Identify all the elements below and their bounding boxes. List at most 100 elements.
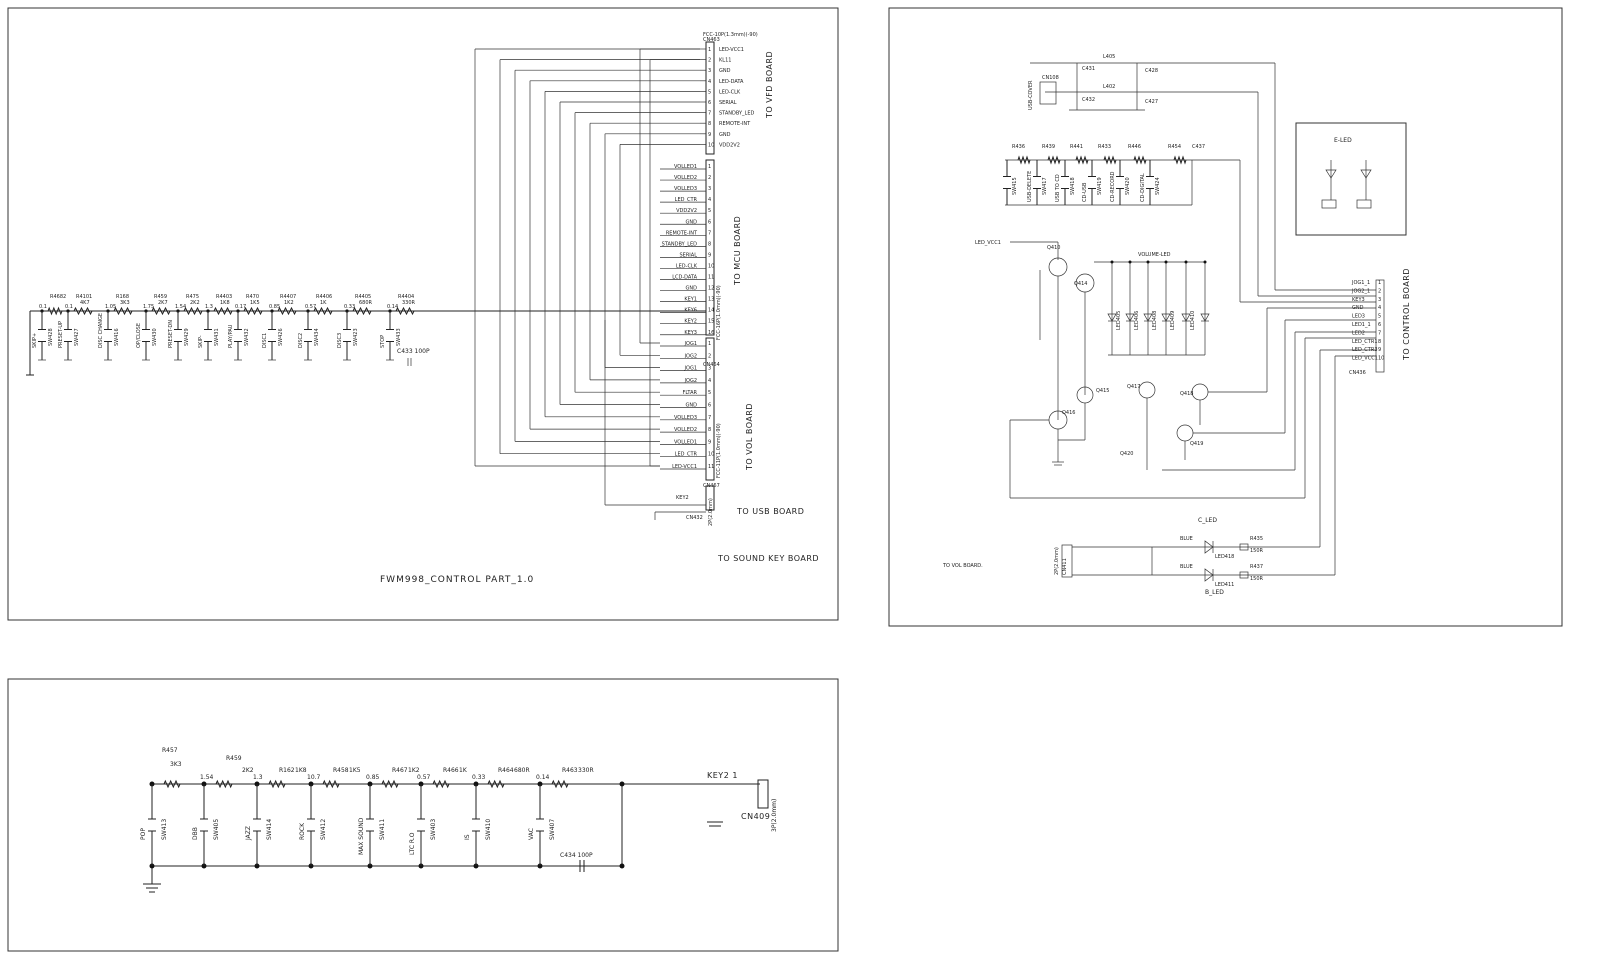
vol-connector-label: FCC-11P(1.0mm)(-90) bbox=[716, 423, 722, 478]
led-ref: LED411 bbox=[1215, 582, 1234, 588]
switch-ref: SW429 bbox=[184, 328, 190, 346]
bottom-connector-label: 2P(2.0mm) bbox=[1054, 547, 1060, 575]
part-ref: C431 bbox=[1082, 66, 1095, 72]
switch-name: DISC1 bbox=[262, 333, 268, 348]
control-pin-number: 1 bbox=[1378, 280, 1381, 286]
resistor-value: 150R bbox=[1250, 548, 1264, 554]
control-pin-label: JOG2_1 bbox=[1351, 288, 1370, 294]
mcu-pin-number: 16 bbox=[708, 330, 714, 336]
switch-name: IS bbox=[464, 834, 471, 840]
switch-ref: SW434 bbox=[314, 328, 320, 346]
vol-pin-number: 11 bbox=[708, 464, 714, 470]
switch-ref: SW423 bbox=[353, 328, 359, 346]
mcu-pin-label: VOLLED2 bbox=[674, 175, 697, 181]
switch-name: USB-DELETE bbox=[1027, 171, 1033, 202]
resistor-ref: R4404 bbox=[398, 294, 414, 300]
transistor-ref: Q420 bbox=[1120, 451, 1133, 457]
control-pin-number: 4 bbox=[1378, 305, 1381, 311]
usb-connector-ref: CN432 bbox=[686, 515, 703, 521]
node-voltage: 0.85 bbox=[366, 774, 380, 781]
resistor-value: 1K bbox=[459, 767, 468, 774]
resistor-ref: R4407 bbox=[280, 294, 296, 300]
mcu-pin-number: 1 bbox=[708, 164, 711, 170]
node-voltage: 0.17 bbox=[235, 304, 246, 310]
node-voltage: 10.7 bbox=[307, 774, 321, 781]
led-ref: LED405 bbox=[1116, 311, 1122, 330]
node-voltage: 1.54 bbox=[175, 304, 186, 310]
transistor-ref: Q415 bbox=[1096, 388, 1109, 394]
vol-pin-label: LED_CTR bbox=[675, 452, 698, 458]
switch-ref: SW432 bbox=[244, 328, 250, 346]
switch-ref: SW428 bbox=[48, 328, 54, 346]
resistor-ref: R475 bbox=[186, 294, 199, 300]
vol-pin-number: 4 bbox=[708, 378, 711, 384]
switch-ref: SW433 bbox=[396, 328, 402, 346]
led-color: BLUE bbox=[1180, 564, 1193, 570]
resistor-ref: R454 bbox=[1168, 144, 1181, 150]
mcu-pin-label: VOLLED3 bbox=[674, 186, 697, 192]
resistor-value: 1K2 bbox=[408, 767, 420, 774]
vfd-pin-label: LED-CLK bbox=[719, 89, 741, 95]
control-pin-number: 10 bbox=[1378, 356, 1384, 362]
resistor-value: 3K3 bbox=[120, 300, 130, 306]
vfd-pin-number: 3 bbox=[708, 68, 711, 74]
soundkey-key-label: KEY2 1 bbox=[707, 771, 738, 780]
vfd-connector bbox=[705, 41, 715, 155]
vfd-pin-number: 8 bbox=[708, 121, 711, 127]
mcu-pin-number: 12 bbox=[708, 286, 714, 292]
control-pin-number: 8 bbox=[1378, 339, 1381, 345]
vol-pin-label: VOLLED3 bbox=[674, 415, 697, 421]
resistor-value: 1K8 bbox=[295, 767, 307, 774]
led-ref: LED406 bbox=[1134, 311, 1140, 330]
resistor-ref: R4682 bbox=[50, 294, 66, 300]
vfd-pin-number: 6 bbox=[708, 100, 711, 106]
transistor-ref: Q418 bbox=[1180, 391, 1193, 397]
part-ref: C427 bbox=[1145, 99, 1158, 105]
bottom-connector-ref: CN411 bbox=[1062, 558, 1068, 575]
resistor-value: 680R bbox=[514, 767, 530, 774]
switch-name: PLAY/PAU bbox=[228, 324, 234, 348]
resistor-ref: R168 bbox=[116, 294, 129, 300]
transistor-ref: Q416 bbox=[1062, 410, 1075, 416]
resistor-ref: R464 bbox=[498, 767, 514, 774]
switch-name: OP/CLOSE bbox=[136, 323, 142, 348]
mcu-pin-number: 10 bbox=[708, 263, 714, 269]
soundkey-panel-frame bbox=[7, 678, 839, 952]
mcu-pin-number: 9 bbox=[708, 252, 711, 258]
vfd-pin-number: 2 bbox=[708, 58, 711, 64]
vol-pin-number: 1 bbox=[708, 341, 711, 347]
vol-pin-number: 6 bbox=[708, 403, 711, 409]
resistor-value: 1K2 bbox=[284, 300, 294, 306]
switch-ref: SW416 bbox=[114, 328, 120, 346]
led-vcc-label: LED_VCC1 bbox=[975, 240, 1001, 246]
switch-name: JAZZ bbox=[245, 826, 252, 841]
to-vol-label: TO VOL BOARD bbox=[745, 403, 754, 471]
resistor-ref: R4405 bbox=[355, 294, 371, 300]
mcu-connector-label: FCC-16P(1.0mm)(-90) bbox=[716, 285, 722, 340]
part-ref: CN108 bbox=[1042, 75, 1059, 81]
control-cap-label: C433 100P bbox=[397, 348, 430, 355]
mcu-pin-label: KEY1 bbox=[684, 297, 697, 303]
resistor-ref: R162 bbox=[279, 767, 295, 774]
mcu-pin-number: 6 bbox=[708, 219, 711, 225]
resistor-value: 2K2 bbox=[190, 300, 200, 306]
led-ref: LED418 bbox=[1215, 554, 1234, 560]
vol-pin-label: JOG2 bbox=[684, 378, 697, 384]
mcu-pin-number: 8 bbox=[708, 241, 711, 247]
transistor-ref: Q410 bbox=[1047, 245, 1060, 251]
to-sound-key-label: TO SOUND KEY BOARD bbox=[717, 554, 819, 563]
resistor-ref: R436 bbox=[1012, 144, 1025, 150]
right-connector-ref: CN436 bbox=[1349, 370, 1366, 376]
e-led-frame bbox=[1295, 122, 1407, 236]
vol-pin-label: GND bbox=[686, 403, 698, 409]
mcu-pin-number: 13 bbox=[708, 297, 714, 303]
resistor-ref: R470 bbox=[246, 294, 259, 300]
switch-ref: SW412 bbox=[320, 819, 327, 840]
to-mcu-label: TO MCU BOARD bbox=[733, 216, 742, 286]
resistor-value: 1K bbox=[320, 300, 327, 306]
switch-name: MAX SOUND bbox=[358, 817, 365, 855]
c-led-label: C_LED bbox=[1198, 517, 1217, 524]
switch-name: DBB bbox=[192, 827, 199, 840]
control-pin-number: 7 bbox=[1378, 330, 1381, 336]
vfd-pin-label: SERIAL bbox=[719, 100, 737, 106]
